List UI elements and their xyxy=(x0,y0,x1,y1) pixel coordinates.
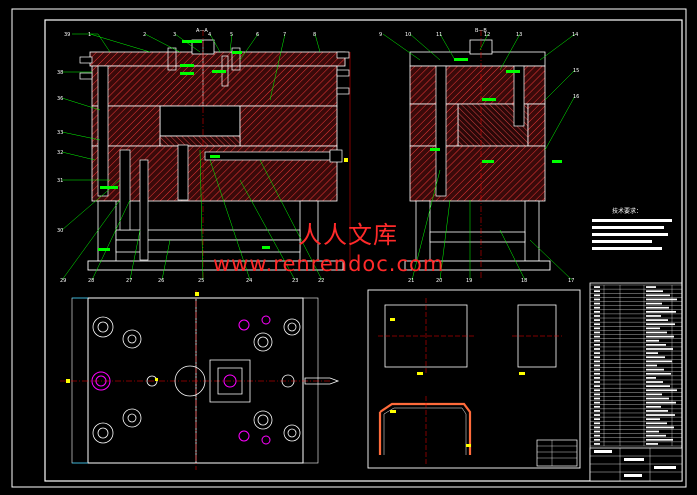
svg-text:28: 28 xyxy=(88,278,94,284)
svg-text:29: 29 xyxy=(60,278,66,284)
svg-text:1: 1 xyxy=(88,32,91,38)
svg-text:19: 19 xyxy=(466,278,472,284)
svg-text:3: 3 xyxy=(173,32,176,38)
svg-text:24: 24 xyxy=(246,278,252,284)
svg-text:18: 18 xyxy=(521,278,527,284)
svg-text:13: 13 xyxy=(516,32,522,38)
svg-text:38: 38 xyxy=(57,70,63,76)
svg-text:8: 8 xyxy=(313,32,316,38)
section-view-a-a: A—A 39 1 2 3 4 5 6 7 8 38 36 33 32 31 30… xyxy=(57,28,351,284)
technical-requirements: 技术要求： xyxy=(592,207,672,250)
svg-text:36: 36 xyxy=(57,96,63,102)
svg-text:9: 9 xyxy=(379,32,382,38)
svg-text:6: 6 xyxy=(256,32,259,38)
svg-text:2: 2 xyxy=(143,32,146,38)
section-view-b-b: B—B 9 10 11 12 13 14 15 16 21 20 19 18 1… xyxy=(379,28,579,284)
svg-text:25: 25 xyxy=(198,278,204,284)
svg-text:32: 32 xyxy=(57,150,63,156)
svg-text:26: 26 xyxy=(158,278,164,284)
svg-text:33: 33 xyxy=(57,130,63,136)
section-label-b-b: B—B xyxy=(475,28,487,34)
section-label-a-a: A—A xyxy=(196,28,208,34)
svg-text:31: 31 xyxy=(57,178,63,184)
svg-text:17: 17 xyxy=(568,278,574,284)
technical-requirements-title: 技术要求： xyxy=(612,207,642,215)
svg-text:30: 30 xyxy=(57,228,63,234)
watermark: 人人文库 www.renrendoc.com xyxy=(213,221,444,276)
part-detail-view xyxy=(367,289,581,469)
parts-list-title-block xyxy=(589,282,683,482)
svg-text:23: 23 xyxy=(292,278,298,284)
svg-text:20: 20 xyxy=(436,278,442,284)
svg-text:39: 39 xyxy=(64,32,70,38)
svg-text:22: 22 xyxy=(318,278,324,284)
plan-view xyxy=(60,290,340,470)
watermark-chinese: 人人文库 xyxy=(298,221,398,249)
svg-text:21: 21 xyxy=(408,278,414,284)
part-numbers-right: 9 10 11 12 13 14 15 16 21 20 19 18 17 xyxy=(379,32,579,284)
svg-text:11: 11 xyxy=(436,32,442,38)
svg-text:27: 27 xyxy=(126,278,132,284)
svg-text:5: 5 xyxy=(230,32,233,38)
svg-text:4: 4 xyxy=(208,32,211,38)
svg-text:16: 16 xyxy=(573,94,579,100)
sheet-frame xyxy=(11,8,687,488)
svg-text:10: 10 xyxy=(405,32,411,38)
watermark-url: www.renrendoc.com xyxy=(213,252,444,276)
part-numbers-left: 39 1 2 3 4 5 6 7 8 38 36 33 32 31 30 29 … xyxy=(57,32,324,284)
svg-text:12: 12 xyxy=(484,32,490,38)
svg-text:15: 15 xyxy=(573,68,579,74)
svg-text:14: 14 xyxy=(572,32,578,38)
svg-text:7: 7 xyxy=(283,32,286,38)
